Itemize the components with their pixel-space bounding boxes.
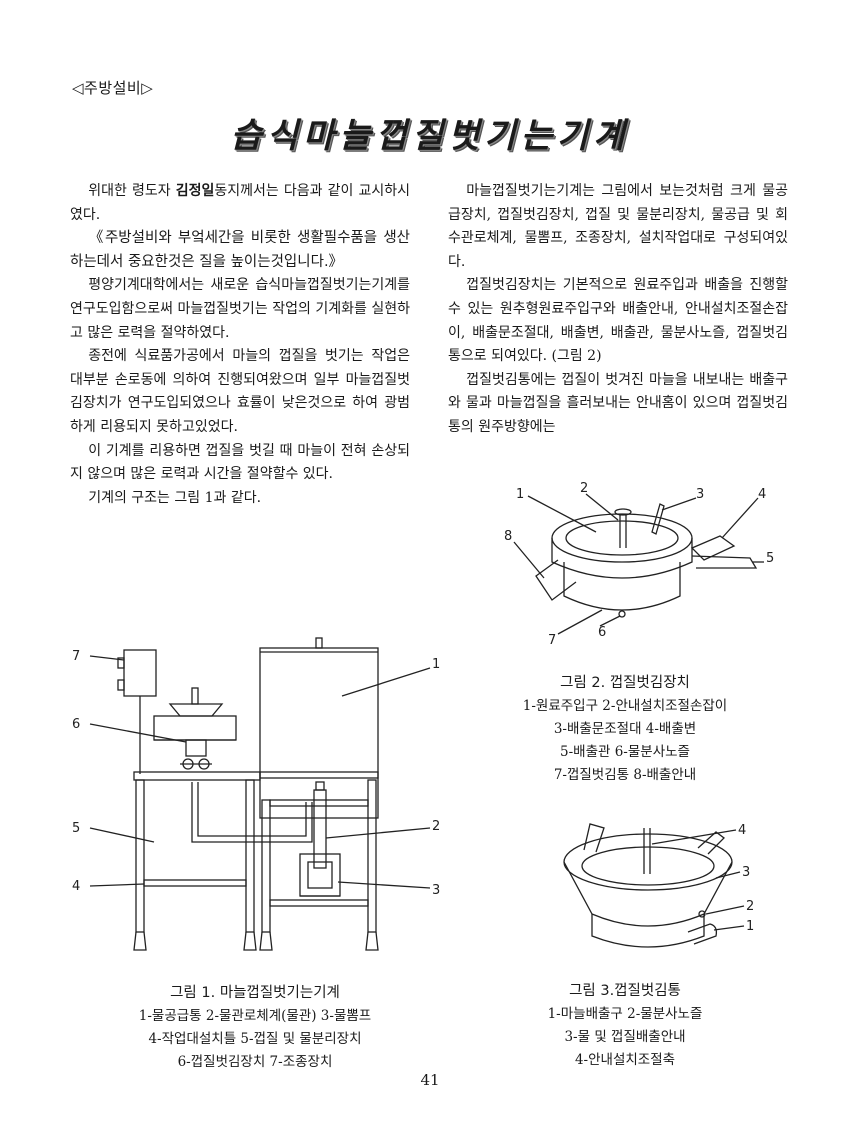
intro-name: 김정일 bbox=[175, 183, 215, 199]
right-paragraph-1: 마늘껍질벗기는기계는 그림에서 보는것처럼 크게 물공급장치, 껍질벗김장치, … bbox=[448, 183, 788, 270]
figure1-caption: 그림 1. 마늘껍질벗기는기계 1-물공급통 2-물관로체계(물관) 3-물뽐프… bbox=[70, 982, 440, 1074]
fig2-label-6: 6 bbox=[598, 625, 606, 640]
figure2-legend-line: 3-배출문조절대 4-배출변 bbox=[553, 721, 697, 737]
fig1-label-5: 5 bbox=[72, 821, 80, 836]
fig2-label-1: 1 bbox=[516, 487, 524, 502]
section-label: ◁주방설비▷ bbox=[72, 79, 154, 97]
quote-paragraph: 《주방설비와 부엌세간을 비롯한 생활필수품을 생산하는데서 중요한것은 질을 … bbox=[70, 230, 410, 270]
fig3-label-1: 1 bbox=[746, 919, 754, 934]
fig1-label-6: 6 bbox=[72, 717, 80, 732]
water-tank bbox=[259, 647, 379, 819]
intro-post: 동지께서는 다음과 같이 교시하시였다. bbox=[70, 183, 411, 223]
hopper bbox=[168, 703, 224, 717]
fig3-label-4: 4 bbox=[738, 823, 746, 838]
figure2-title: 그림 2. 껍질벗김장치 bbox=[560, 675, 690, 691]
page-number: 41 bbox=[420, 1071, 440, 1089]
left-column: 위대한 령도자 김정일동지께서는 다음과 같이 교시하시였다. 《주방설비와 부… bbox=[70, 180, 410, 510]
figure2-legend-line: 1-원료주입구 2-안내설치조절손잡이 bbox=[522, 698, 728, 714]
fig1-label-1: 1 bbox=[432, 657, 440, 672]
figure2-legend-line: 7-껍질벗김통 8-배출안내 bbox=[553, 767, 697, 783]
figure1-legend-line: 6-껍질벗김장치 7-조종장치 bbox=[177, 1054, 333, 1070]
fig1-label-7: 7 bbox=[72, 649, 80, 664]
fig2-label-3: 3 bbox=[696, 487, 704, 502]
right-paragraph-2: 껍질벗김장치는 기본적으로 원료주입과 배출을 진행할수 있는 원추형원료주입구… bbox=[448, 277, 788, 365]
fig3-label-3: 3 bbox=[742, 865, 750, 880]
figure1-legend-line: 4-작업대설치틀 5-껍질 및 물분리장치 bbox=[148, 1031, 362, 1047]
intro-pre: 위대한 령도자 bbox=[88, 183, 176, 199]
fig2-label-5: 5 bbox=[766, 551, 774, 566]
figure3-legend-line: 1-마늘배출구 2-물분사노즐 bbox=[547, 1006, 703, 1022]
fig2-label-8: 8 bbox=[504, 529, 512, 544]
figure3-legend-line: 3-물 및 껍질배출안내 bbox=[564, 1029, 686, 1045]
body-paragraph-2: 종전에 식료품가공에서 마늘의 껍질을 벗기는 작업은 대부분 손로동에 의하여… bbox=[70, 348, 410, 435]
right-column: 마늘껍질벗기는기계는 그림에서 보는것처럼 크게 물공급장치, 껍질벗김장치, … bbox=[448, 180, 788, 440]
figure1-machine-drawing: 7 6 5 4 1 2 3 bbox=[72, 637, 440, 951]
fig2-label-4: 4 bbox=[758, 487, 766, 502]
figure1-title: 그림 1. 마늘껍질벗기는기계 bbox=[170, 985, 340, 1001]
figure2-legend-line: 5-배출관 6-물분사노즐 bbox=[560, 744, 690, 760]
fig1-label-4: 4 bbox=[72, 879, 80, 894]
fig2-label-7: 7 bbox=[548, 633, 556, 648]
figure3-legend-line: 4-안내설치조절축 bbox=[574, 1052, 676, 1068]
fig2-label-2: 2 bbox=[580, 481, 588, 496]
figure3-peeling-drum: 4 3 2 1 bbox=[563, 823, 754, 948]
figure1-legend-line: 1-물공급통 2-물관로체계(물관) 3-물뽐프 bbox=[138, 1008, 372, 1024]
pump bbox=[299, 853, 341, 897]
pipe-line bbox=[191, 782, 313, 843]
intro-paragraph: 위대한 령도자 김정일동지께서는 다음과 같이 교시하시였다. bbox=[70, 180, 410, 227]
fig1-label-3: 3 bbox=[432, 883, 440, 898]
fig1-label-2: 2 bbox=[432, 819, 440, 834]
page-title: 습식마늘껍질벗기는기계 bbox=[230, 116, 630, 156]
control-box bbox=[123, 649, 157, 697]
figure3-caption: 그림 3.껍질벗김통 1-마늘배출구 2-물분사노즐 3-물 및 껍질배출안내 … bbox=[480, 980, 770, 1072]
fig3-label-2: 2 bbox=[746, 899, 754, 914]
figure2-caption: 그림 2. 껍질벗김장치 1-원료주입구 2-안내설치조절손잡이 3-배출문조절… bbox=[450, 672, 800, 787]
body-paragraph-1: 평양기계대학에서는 새로운 습식마늘껍질벗기는기계를 연구도입함으로써 마늘껍질… bbox=[70, 277, 410, 341]
figure3-title: 그림 3.껍질벗김통 bbox=[569, 983, 681, 999]
right-paragraph-3: 껍질벗김통에는 껍질이 벗겨진 마늘을 내보내는 배출구와 물과 마늘껍질을 흘… bbox=[448, 371, 788, 435]
figure2-peeling-device: 1 2 3 4 5 8 7 6 bbox=[504, 481, 774, 648]
body-paragraph-3: 이 기계를 리용하면 껍질을 벗길 때 마늘이 전혀 손상되지 않으며 많은 로… bbox=[70, 442, 410, 483]
body-paragraph-4: 기계의 구조는 그림 1과 같다. bbox=[88, 489, 262, 506]
table-top bbox=[133, 771, 261, 781]
